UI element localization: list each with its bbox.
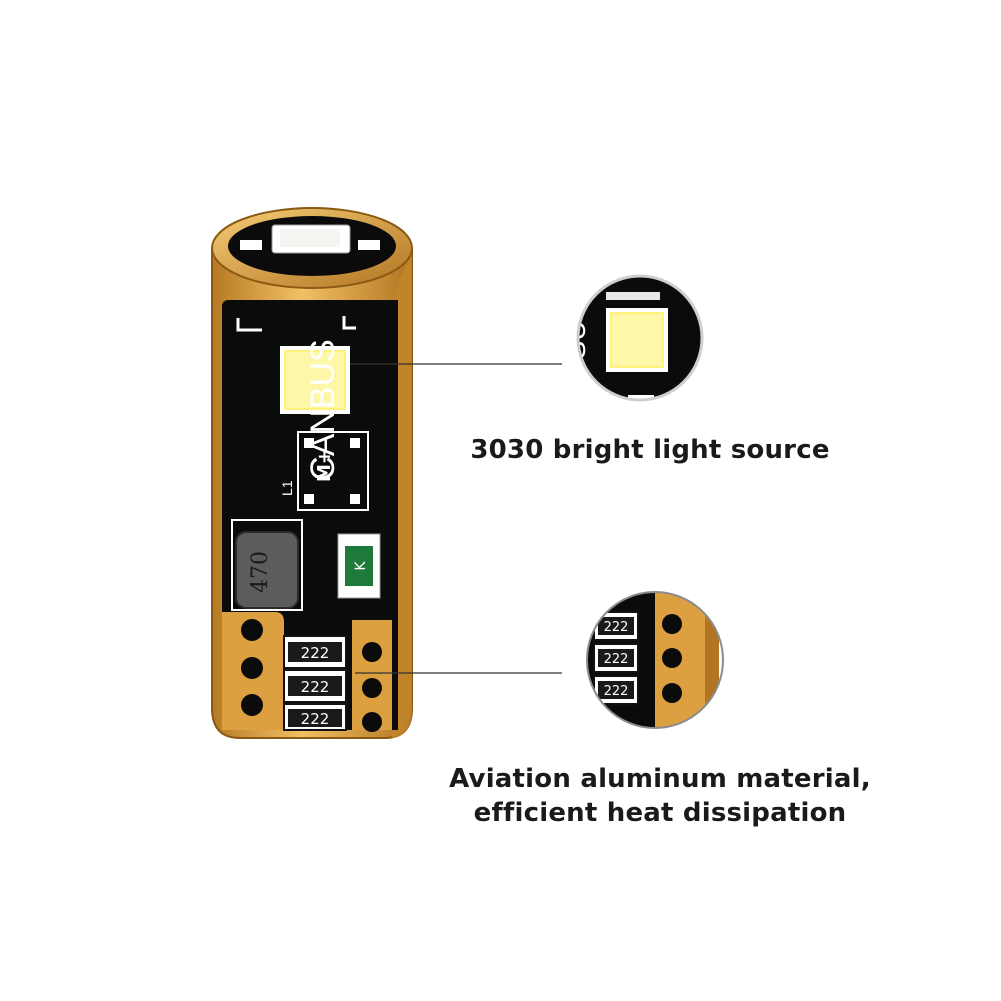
led-bulb: M+ 470 K CANBUS L1 xyxy=(211,207,413,739)
caption-light-source: 3030 bright light source xyxy=(470,435,830,465)
zoom-circle-pcb: 222 222 222 xyxy=(586,591,724,729)
k-chip-code: K xyxy=(353,561,369,571)
resistor-array: 222 222 222 xyxy=(283,635,347,731)
svg-text:222: 222 xyxy=(604,684,629,699)
caption-material-line-2: efficient heat dissipation xyxy=(473,798,847,828)
svg-text:SU: SU xyxy=(560,321,591,360)
pads-right xyxy=(362,642,382,732)
svg-text:222: 222 xyxy=(604,620,629,635)
k-chip xyxy=(345,546,373,586)
svg-text:222: 222 xyxy=(604,652,629,667)
zoom-circle-led: SU xyxy=(560,274,704,402)
caption-material-line-1: Aviation aluminum material, xyxy=(449,764,871,794)
inductor-code: 470 xyxy=(248,551,273,593)
resistor-code-2: 222 xyxy=(301,678,330,696)
caption-material: Aviation aluminum material, efficient he… xyxy=(430,762,890,830)
resistor-code-3: 222 xyxy=(301,710,330,728)
ic-label: M+ xyxy=(314,449,335,482)
l1-label: L1 xyxy=(279,480,295,496)
canbus-label: CANBUS xyxy=(304,339,342,481)
ic-chip xyxy=(297,431,369,511)
pads-left xyxy=(241,619,263,716)
inductor xyxy=(235,531,299,609)
resistor-code-1: 222 xyxy=(301,644,330,662)
